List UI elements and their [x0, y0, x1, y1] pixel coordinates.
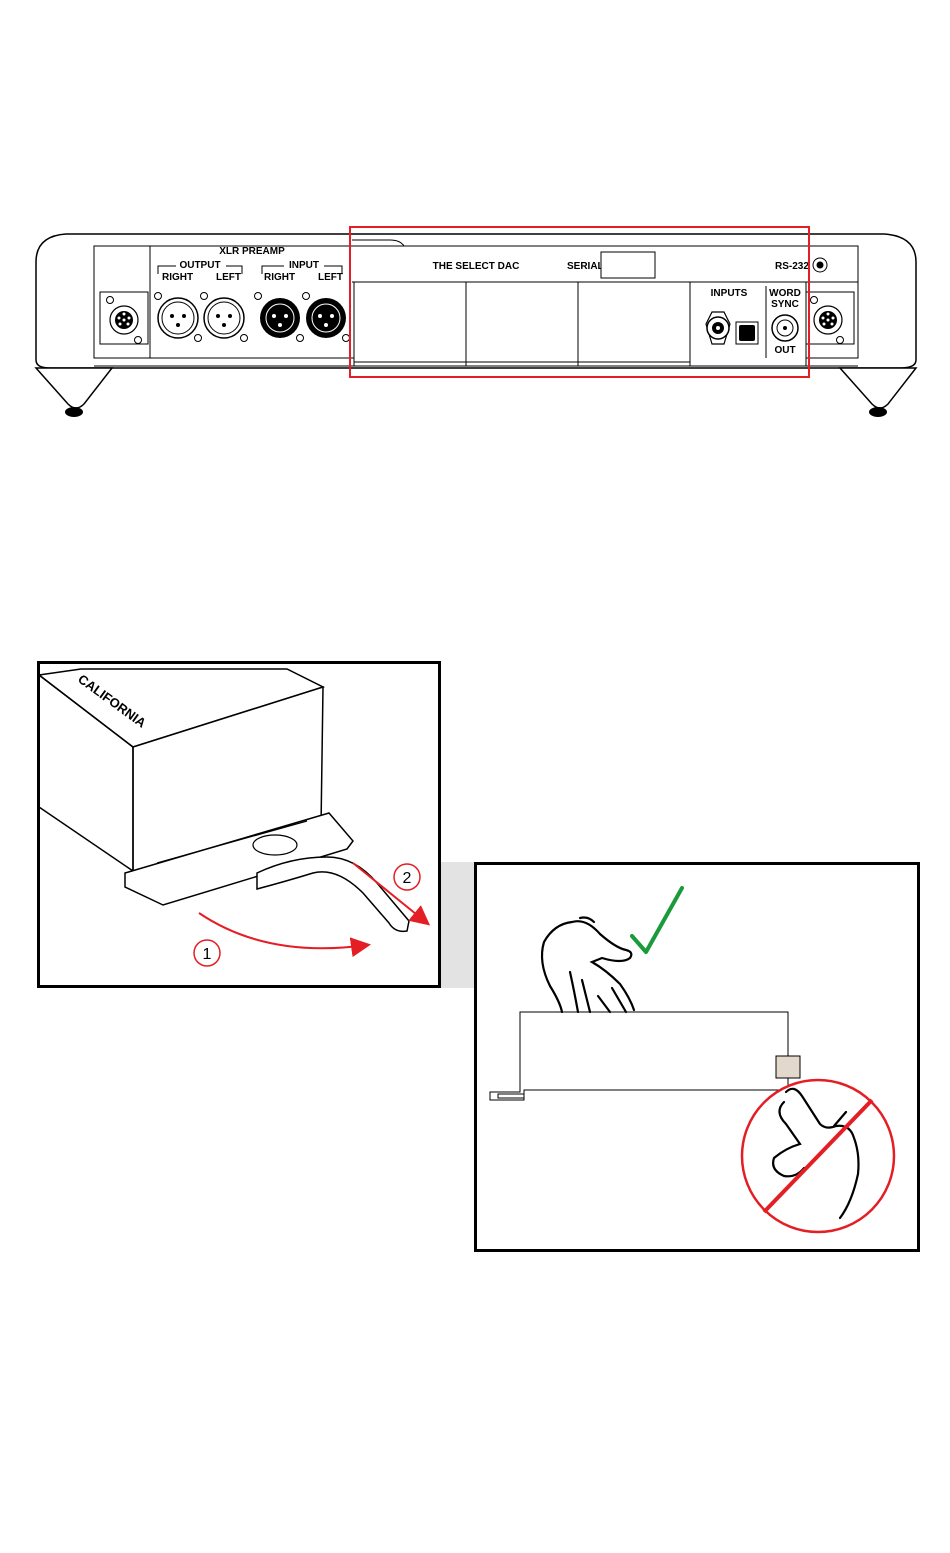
word-sync-out-jack	[772, 315, 798, 341]
svg-text:2: 2	[403, 870, 412, 887]
lever-release-figure: CALIFORNIA 1 2	[37, 661, 441, 988]
input-right-label: RIGHT	[264, 272, 295, 283]
right-power-connector	[806, 292, 854, 344]
slot-plate-2	[466, 282, 578, 366]
sync-label: SYNC	[771, 299, 799, 310]
rear-panel-diagram: XLR PREAMP OUTPUT RIGHT LEFT INPUT RIGHT…	[0, 220, 950, 430]
word-label: WORD	[769, 288, 801, 299]
module-side-view	[490, 1012, 788, 1100]
output-left-label: LEFT	[216, 272, 241, 283]
rs232-jack	[813, 258, 827, 272]
step1-badge: 1	[194, 940, 220, 966]
slot-plate-3	[578, 282, 690, 366]
out-label: OUT	[774, 345, 795, 356]
handling-figure	[474, 862, 920, 1252]
output-right-label: RIGHT	[162, 272, 193, 283]
serial-label: SERIAL	[567, 261, 604, 272]
right-foot	[840, 368, 916, 417]
slot-plate-1	[354, 282, 466, 366]
serial-plate	[601, 252, 655, 278]
svg-text:1: 1	[203, 946, 212, 963]
rs232-label: RS-232	[775, 261, 809, 272]
inputs-label: INPUTS	[711, 288, 748, 299]
input-label: INPUT	[289, 260, 319, 271]
xlr-preamp-label: XLR PREAMP	[219, 246, 285, 257]
figure-connector-shade	[440, 862, 476, 988]
input-left-label: LEFT	[318, 272, 343, 283]
step2-badge: 2	[394, 864, 420, 890]
optical-input-jack	[736, 322, 758, 344]
dac-title-label: THE SELECT DAC	[433, 261, 520, 272]
output-label: OUTPUT	[179, 260, 220, 271]
release-tab	[776, 1056, 800, 1078]
left-foot	[36, 368, 112, 417]
prohibited-icon	[742, 1080, 894, 1232]
left-power-connector	[100, 292, 148, 344]
